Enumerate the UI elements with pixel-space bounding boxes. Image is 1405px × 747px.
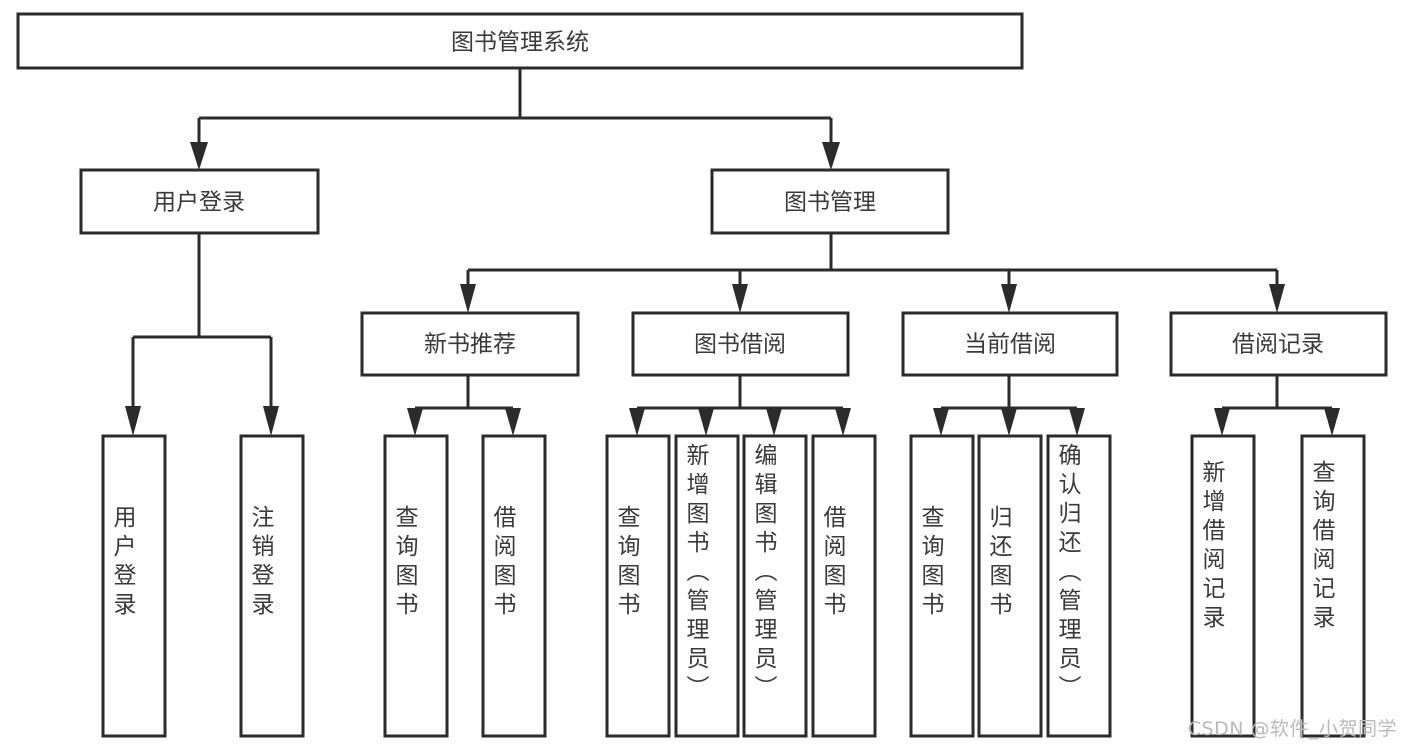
leaf-box-query-record[interactable] — [1300, 434, 1366, 738]
leaf-box-add-record[interactable] — [1190, 434, 1256, 738]
node-book-manage-box[interactable] — [710, 168, 950, 235]
leaf-box-user-login[interactable] — [101, 434, 167, 738]
leaf-box-borrow-book-2[interactable] — [811, 434, 877, 738]
arrow-head-leaf-borrow-book-2 — [835, 408, 851, 436]
node-borrow-record[interactable]: 借阅记录 — [1169, 311, 1388, 377]
node-user-login[interactable]: 用户登录 — [79, 168, 320, 235]
node-current-borrow-box[interactable] — [901, 311, 1119, 377]
leaf-box-query-book-1[interactable] — [383, 434, 449, 738]
arrow-head-leaf-logout-login — [263, 406, 279, 436]
node-book-borrow-box[interactable] — [631, 311, 850, 377]
node-borrow-record-box[interactable] — [1169, 311, 1388, 377]
arrow-head-leaf-return-book — [1001, 408, 1017, 436]
leaf-box-logout-login[interactable] — [239, 434, 305, 738]
node-book-borrow-label: 图书借阅 — [694, 332, 786, 358]
arrow-head-leaf-query-record — [1324, 408, 1340, 436]
leaf-box-add-book[interactable] — [674, 434, 740, 738]
arrow-head-leaf-edit-book — [766, 408, 782, 436]
arrow-head-user-login — [190, 142, 208, 170]
node-root-label: 图书管理系统 — [451, 30, 589, 56]
csdn-watermark: CSDN @软件_小贺同学 — [1187, 718, 1397, 740]
leaf-box-return-book[interactable] — [977, 434, 1043, 738]
node-root-box[interactable] — [16, 12, 1024, 70]
connector-current-borrow-to-leaves — [933, 375, 1085, 436]
arrow-head-leaf-borrow-book-1 — [505, 408, 521, 436]
node-new-book-recommend-box[interactable] — [360, 311, 580, 377]
arrow-head-leaf-query-book-1 — [407, 408, 423, 436]
arrow-head-book-manage — [822, 142, 840, 170]
leaf-box-borrow-book-1[interactable] — [481, 434, 547, 738]
node-new-book-recommend[interactable]: 新书推荐 — [360, 311, 580, 377]
arrow-head-leaf-add-record — [1214, 408, 1230, 436]
connector-new-book-to-leaves — [407, 375, 521, 436]
arrow-head-leaf-query-book-2 — [629, 408, 645, 436]
node-root-system[interactable]: 图书管理系统 — [16, 12, 1024, 70]
arrow-head-new-book-recommend — [460, 284, 476, 313]
node-borrow-record-label: 借阅记录 — [1232, 332, 1324, 358]
node-user-login-box[interactable] — [79, 168, 320, 235]
arrow-head-leaf-user-login — [125, 406, 141, 436]
leaf-box-query-book-2[interactable] — [605, 434, 671, 738]
connector-root-to-level1 — [190, 68, 840, 170]
leaf-box-query-book-3[interactable] — [909, 434, 975, 738]
node-current-borrow[interactable]: 当前借阅 — [901, 311, 1119, 377]
arrow-head-leaf-add-book — [698, 408, 714, 436]
connector-borrow-record-to-leaves — [1214, 375, 1340, 436]
node-book-manage-label: 图书管理 — [784, 190, 876, 216]
leaf-box-confirm-return[interactable] — [1046, 434, 1112, 738]
leaf-box-edit-book[interactable] — [742, 434, 808, 738]
connector-user-login-to-leaves — [125, 233, 279, 436]
arrow-head-book-borrow — [732, 284, 748, 313]
node-user-login-label: 用户登录 — [153, 190, 245, 216]
node-book-borrow[interactable]: 图书借阅 — [631, 311, 850, 377]
connector-book-manage-to-level2 — [460, 233, 1285, 313]
arrow-head-current-borrow — [1001, 284, 1017, 313]
node-current-borrow-label: 当前借阅 — [964, 332, 1056, 358]
node-book-manage[interactable]: 图书管理 — [710, 168, 950, 235]
connector-book-borrow-to-leaves — [629, 375, 851, 436]
arrow-head-leaf-confirm-return — [1069, 408, 1085, 436]
node-new-book-recommend-label: 新书推荐 — [424, 332, 516, 358]
arrow-head-borrow-record — [1269, 284, 1285, 313]
arrow-head-leaf-query-book-3 — [933, 408, 949, 436]
